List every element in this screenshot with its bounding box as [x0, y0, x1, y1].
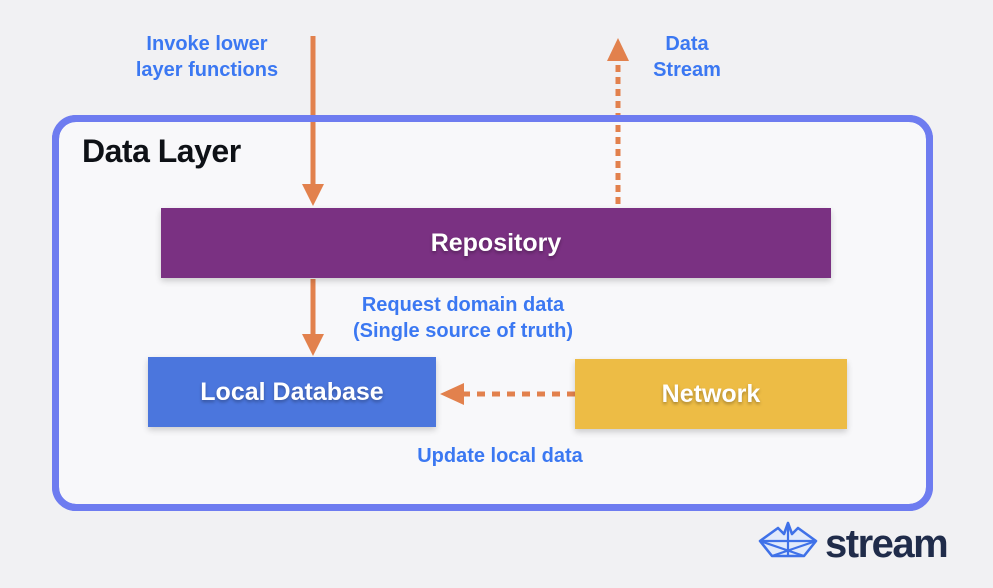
repository-node: Repository	[161, 208, 831, 278]
local-database-node: Local Database	[148, 357, 436, 427]
network-label: Network	[661, 379, 761, 408]
repository-label: Repository	[430, 228, 562, 257]
data-stream-label: Data Stream	[653, 33, 721, 81]
invoke-lower-layer-label: Invoke lower layer functions	[135, 33, 279, 81]
paper-boat-icon	[758, 520, 818, 569]
request-domain-data-label: Request domain data (Single source of tr…	[353, 294, 573, 342]
stream-logo: stream	[758, 520, 949, 569]
network-node: Network	[575, 359, 847, 429]
stream-wordmark: stream	[825, 522, 949, 566]
data-layer-title: Data Layer	[82, 133, 241, 169]
update-local-data-label: Update local data	[417, 445, 583, 467]
local-database-label: Local Database	[200, 377, 384, 406]
